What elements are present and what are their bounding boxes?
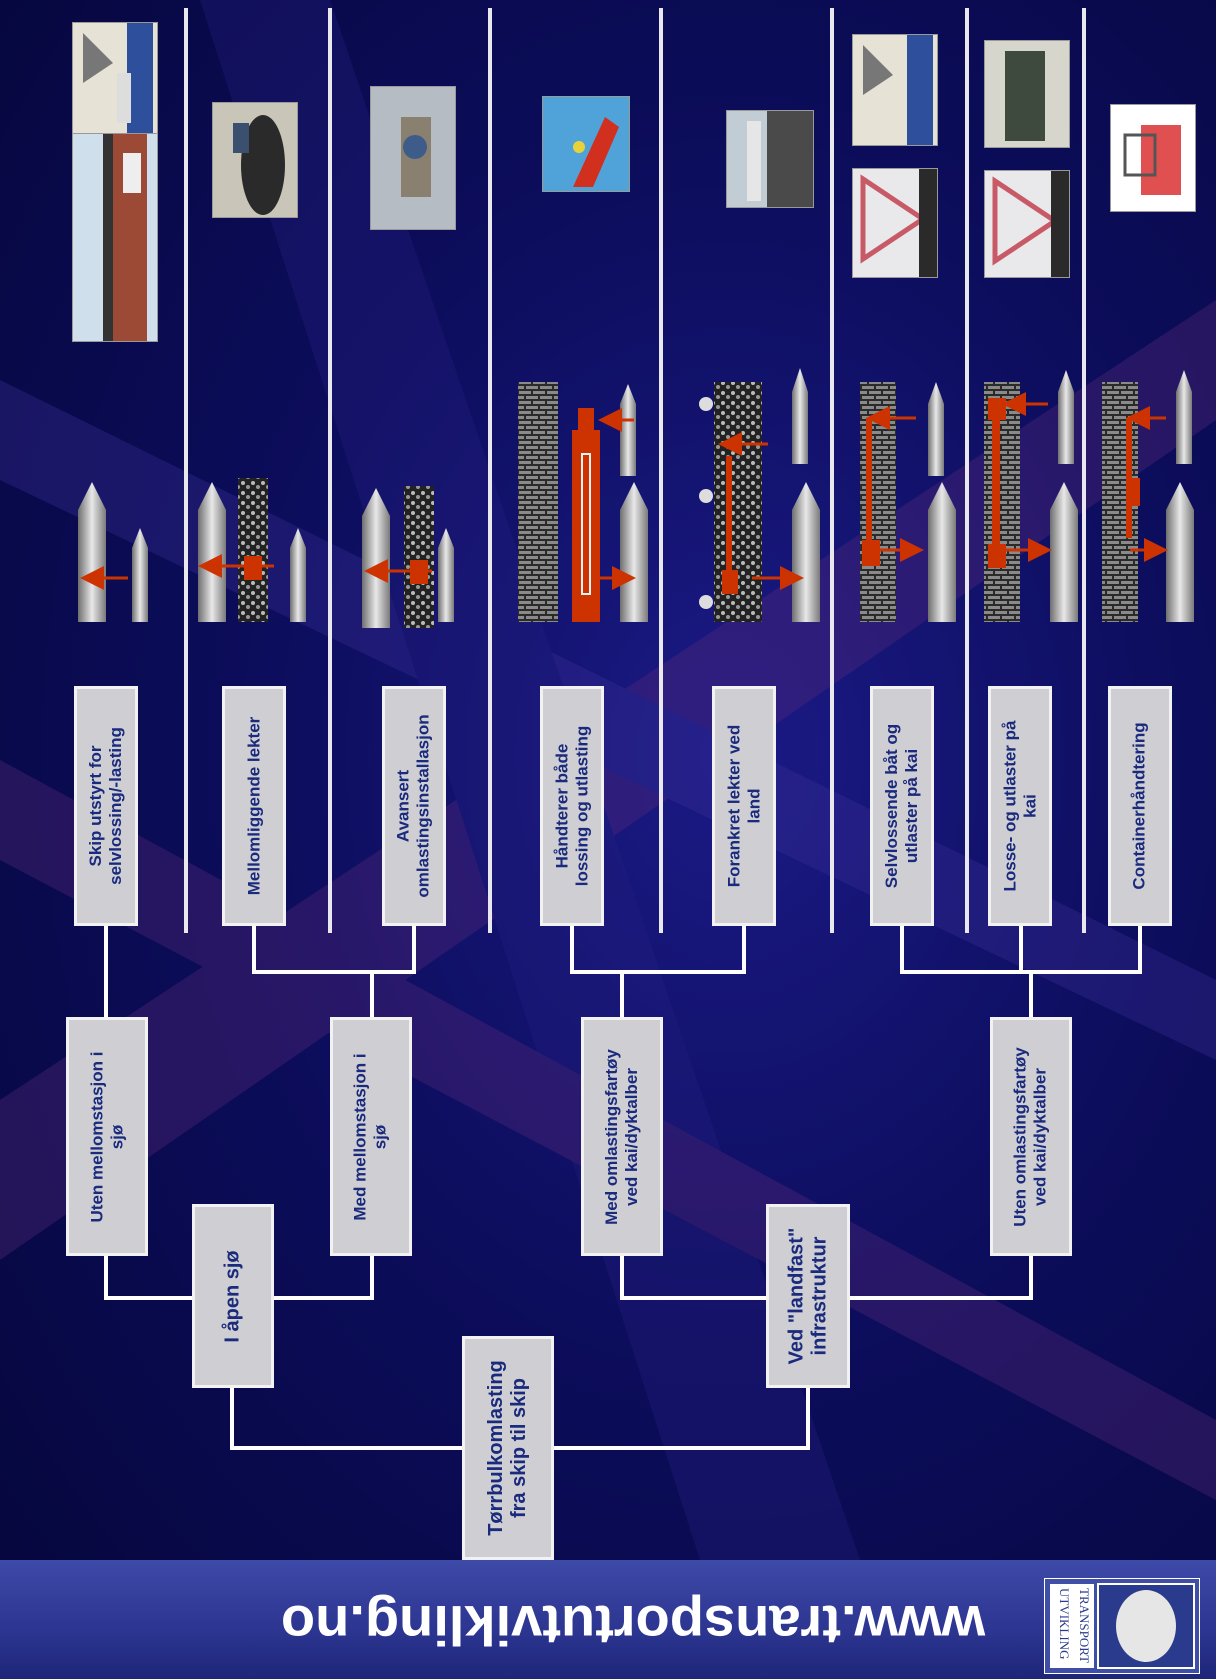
leaf-self-unloading: Skip utstyrt for selvlossing/-lasting <box>74 686 138 926</box>
node-label: I åpen sjø <box>222 1250 245 1342</box>
root-node: Tørrbulkomlasting fra skip til skip <box>462 1336 554 1560</box>
node-with-vessel: Med omlastingsfartøy ved kai/dyktalber <box>581 1017 663 1256</box>
leaf-label: Selvlossende båt og utlaster på kai <box>882 724 922 888</box>
leaf-handles-both: Håndterer både lossing og utlasting <box>540 686 604 926</box>
logo-text-line1: TRANSPORT <box>1077 1588 1092 1663</box>
leaf-label: Losse- og utlaster på kai <box>1000 721 1040 892</box>
photo-icon <box>852 34 938 146</box>
photo-icon <box>1110 104 1196 212</box>
leaf-label: Avansert omlastingsinstallasjon <box>394 714 434 897</box>
crane-icon <box>984 370 1078 622</box>
photo-icon <box>542 96 630 192</box>
barge-icon <box>362 486 454 628</box>
node-without-station: Uten mellomstasjon i sjø <box>66 1017 148 1256</box>
quay-icon <box>518 382 648 622</box>
leaf-label: Mellomliggende lekter <box>244 717 264 896</box>
leaf-anchored-barge: Forankret lekter ved land <box>712 686 776 926</box>
crane-icon <box>1102 370 1194 622</box>
crane-icon <box>860 382 956 622</box>
barge-icon <box>699 368 820 622</box>
logo-text-line2: UTVIKLING <box>1057 1588 1072 1659</box>
photo-icon <box>852 168 938 278</box>
node-label: Med mellomstasjon i sjø <box>351 1053 391 1220</box>
node-label: Ved "landfast" infrastruktur <box>785 1228 831 1365</box>
website-url: www.transportutvikling.no <box>248 1590 1018 1660</box>
leaf-advanced-installation: Avansert omlastingsinstallasjon <box>382 686 446 926</box>
leaf-intermediate-barge: Mellomliggende lekter <box>222 686 286 926</box>
photo-icon <box>72 22 158 134</box>
root-label: Tørrbulkomlasting fra skip til skip <box>485 1360 531 1536</box>
leaf-container-handling: Containerhåndtering <box>1108 686 1172 926</box>
photo-icon <box>370 86 456 230</box>
node-label: Uten omlastingsfartøy ved kai/dyktalber <box>1011 1047 1051 1226</box>
leaf-label: Skip utstyrt for selvlossing/-lasting <box>86 727 126 885</box>
photo-icon <box>212 102 298 218</box>
photo-icon <box>984 40 1070 148</box>
photo-icon <box>984 170 1070 278</box>
photo-icon <box>726 110 814 208</box>
leaf-quay-loader: Losse- og utlaster på kai <box>988 686 1052 926</box>
node-with-station: Med mellomstasjon i sjø <box>330 1017 412 1256</box>
leaf-label: Forankret lekter ved land <box>724 725 764 888</box>
leaf-self-unloading-boat: Selvlossende båt og utlaster på kai <box>870 686 934 926</box>
leaf-label: Håndterer både lossing og utlasting <box>552 726 592 887</box>
node-open-sea: I åpen sjø <box>192 1204 274 1388</box>
node-label: Med omlastingsfartøy ved kai/dyktalber <box>602 1049 642 1225</box>
barge-icon <box>198 478 306 622</box>
ship-icon <box>78 482 148 622</box>
photo-icon <box>72 132 158 342</box>
node-landfast: Ved "landfast" infrastruktur <box>766 1204 850 1388</box>
node-label: Uten mellomstasjon i sjø <box>87 1051 127 1222</box>
node-without-vessel: Uten omlastingsfartøy ved kai/dyktalber <box>990 1017 1072 1256</box>
logo-icon: TRANSPORT UTVIKLING <box>1044 1578 1200 1674</box>
leaf-label: Containerhåndtering <box>1130 722 1150 889</box>
